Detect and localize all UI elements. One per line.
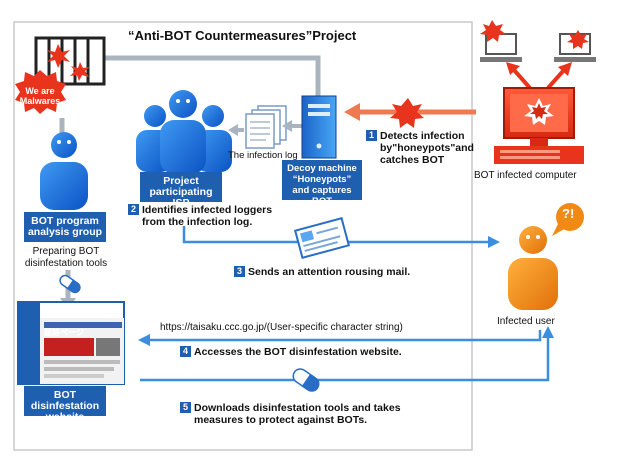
analysis-label-line: BOT program (31, 215, 99, 227)
analysis-group-box (24, 212, 106, 242)
mail-arrow (182, 226, 500, 248)
malware-label-line: We are (25, 86, 55, 96)
step-1-line: catches BOT (380, 154, 445, 166)
decoy-box-label: Decoy machine “Honeypots” and captures B… (282, 163, 362, 207)
step-5-line: Downloads disinfestation tools and takes (194, 402, 401, 414)
step-4-number: 4 (180, 346, 191, 357)
decoy-box (282, 160, 362, 200)
preparing-tools-label: Preparing BOT disinfestation tools (20, 246, 112, 270)
step-1-number: 1 (366, 130, 377, 141)
step-3-line: Sends an attention rousing mail. (248, 266, 411, 278)
isp-box-label: Project participating ISP (140, 176, 222, 209)
website-label-line: website (45, 411, 85, 423)
step-1-line: by"honeypots"and (380, 142, 474, 154)
step-2-number: 2 (128, 204, 139, 215)
decoy-machine-icon (301, 95, 337, 159)
step-1-line: Detects infection (380, 130, 465, 142)
infected-pc-icon (480, 20, 522, 62)
analysis-person-icon (40, 132, 88, 210)
website-screenshot (17, 301, 125, 385)
step-5-line: measures to protect against BOTs. (194, 414, 368, 426)
mail-icon (293, 217, 351, 259)
website-screenshot-heading: 駆除ページ (44, 328, 84, 337)
step-2-line: from the infection log. (142, 216, 253, 228)
project-frame (13, 21, 473, 451)
question-bubble-icon (552, 203, 584, 236)
user-badge-text: ?! (562, 206, 575, 221)
spread-arrows (506, 62, 572, 90)
disinfestation-url: https://taisaku.ccc.go.jp/(User-specific… (160, 322, 403, 333)
isp-people-icon (136, 90, 232, 174)
website-box-label: BOT disinfestation website (24, 390, 106, 423)
isp-label-line: Project (163, 175, 199, 187)
website-box (24, 386, 106, 416)
malware-badge-label: We are Malwares (15, 86, 65, 106)
step-5-number: 5 (180, 402, 191, 413)
malware-badge-icon (15, 70, 66, 114)
bot-star-icon (390, 98, 424, 128)
capsule-icon (59, 274, 81, 294)
infected-user-label: Infected user (497, 316, 555, 327)
step-4-line: Accesses the BOT disinfestation website. (194, 346, 402, 358)
decoy-label-line: Decoy machine (287, 163, 357, 174)
website-label-line: BOT disinfestation (30, 389, 100, 412)
isp-label-line: participating ISP (149, 186, 213, 209)
analysis-label-line: analysis group (27, 226, 103, 238)
decoy-label-line: and captures BOT (292, 185, 352, 207)
log-to-isp-arrow (228, 124, 244, 136)
infected-user-icon (508, 226, 558, 310)
infected-pc-icon (554, 30, 596, 62)
access-arrow (138, 330, 542, 346)
analysis-box-label: BOT program analysis group (24, 216, 106, 238)
isp-box (140, 172, 222, 202)
preparing-label-line: disinfestation tools (24, 258, 108, 269)
capture-arrow (84, 50, 321, 96)
capsule-icon (292, 368, 320, 392)
download-arrow (140, 326, 554, 382)
infection-log-label: The infection log (228, 150, 298, 161)
decoy-to-log-arrow (282, 120, 302, 132)
bot-infected-computer-label: BOT infected computer (474, 170, 577, 181)
preparing-label-line: Preparing BOT (32, 246, 100, 257)
bot-infected-computer-icon (494, 87, 584, 164)
project-title: “Anti-BOT Countermeasures”Project (128, 28, 357, 43)
infection-log-icon (245, 105, 287, 149)
step-2-line: Identifies infected loggers (142, 204, 273, 216)
decoy-label-line: “Honeypots” (292, 174, 352, 185)
malware-label-line: Malwares (19, 96, 61, 106)
step-3-number: 3 (234, 266, 245, 277)
